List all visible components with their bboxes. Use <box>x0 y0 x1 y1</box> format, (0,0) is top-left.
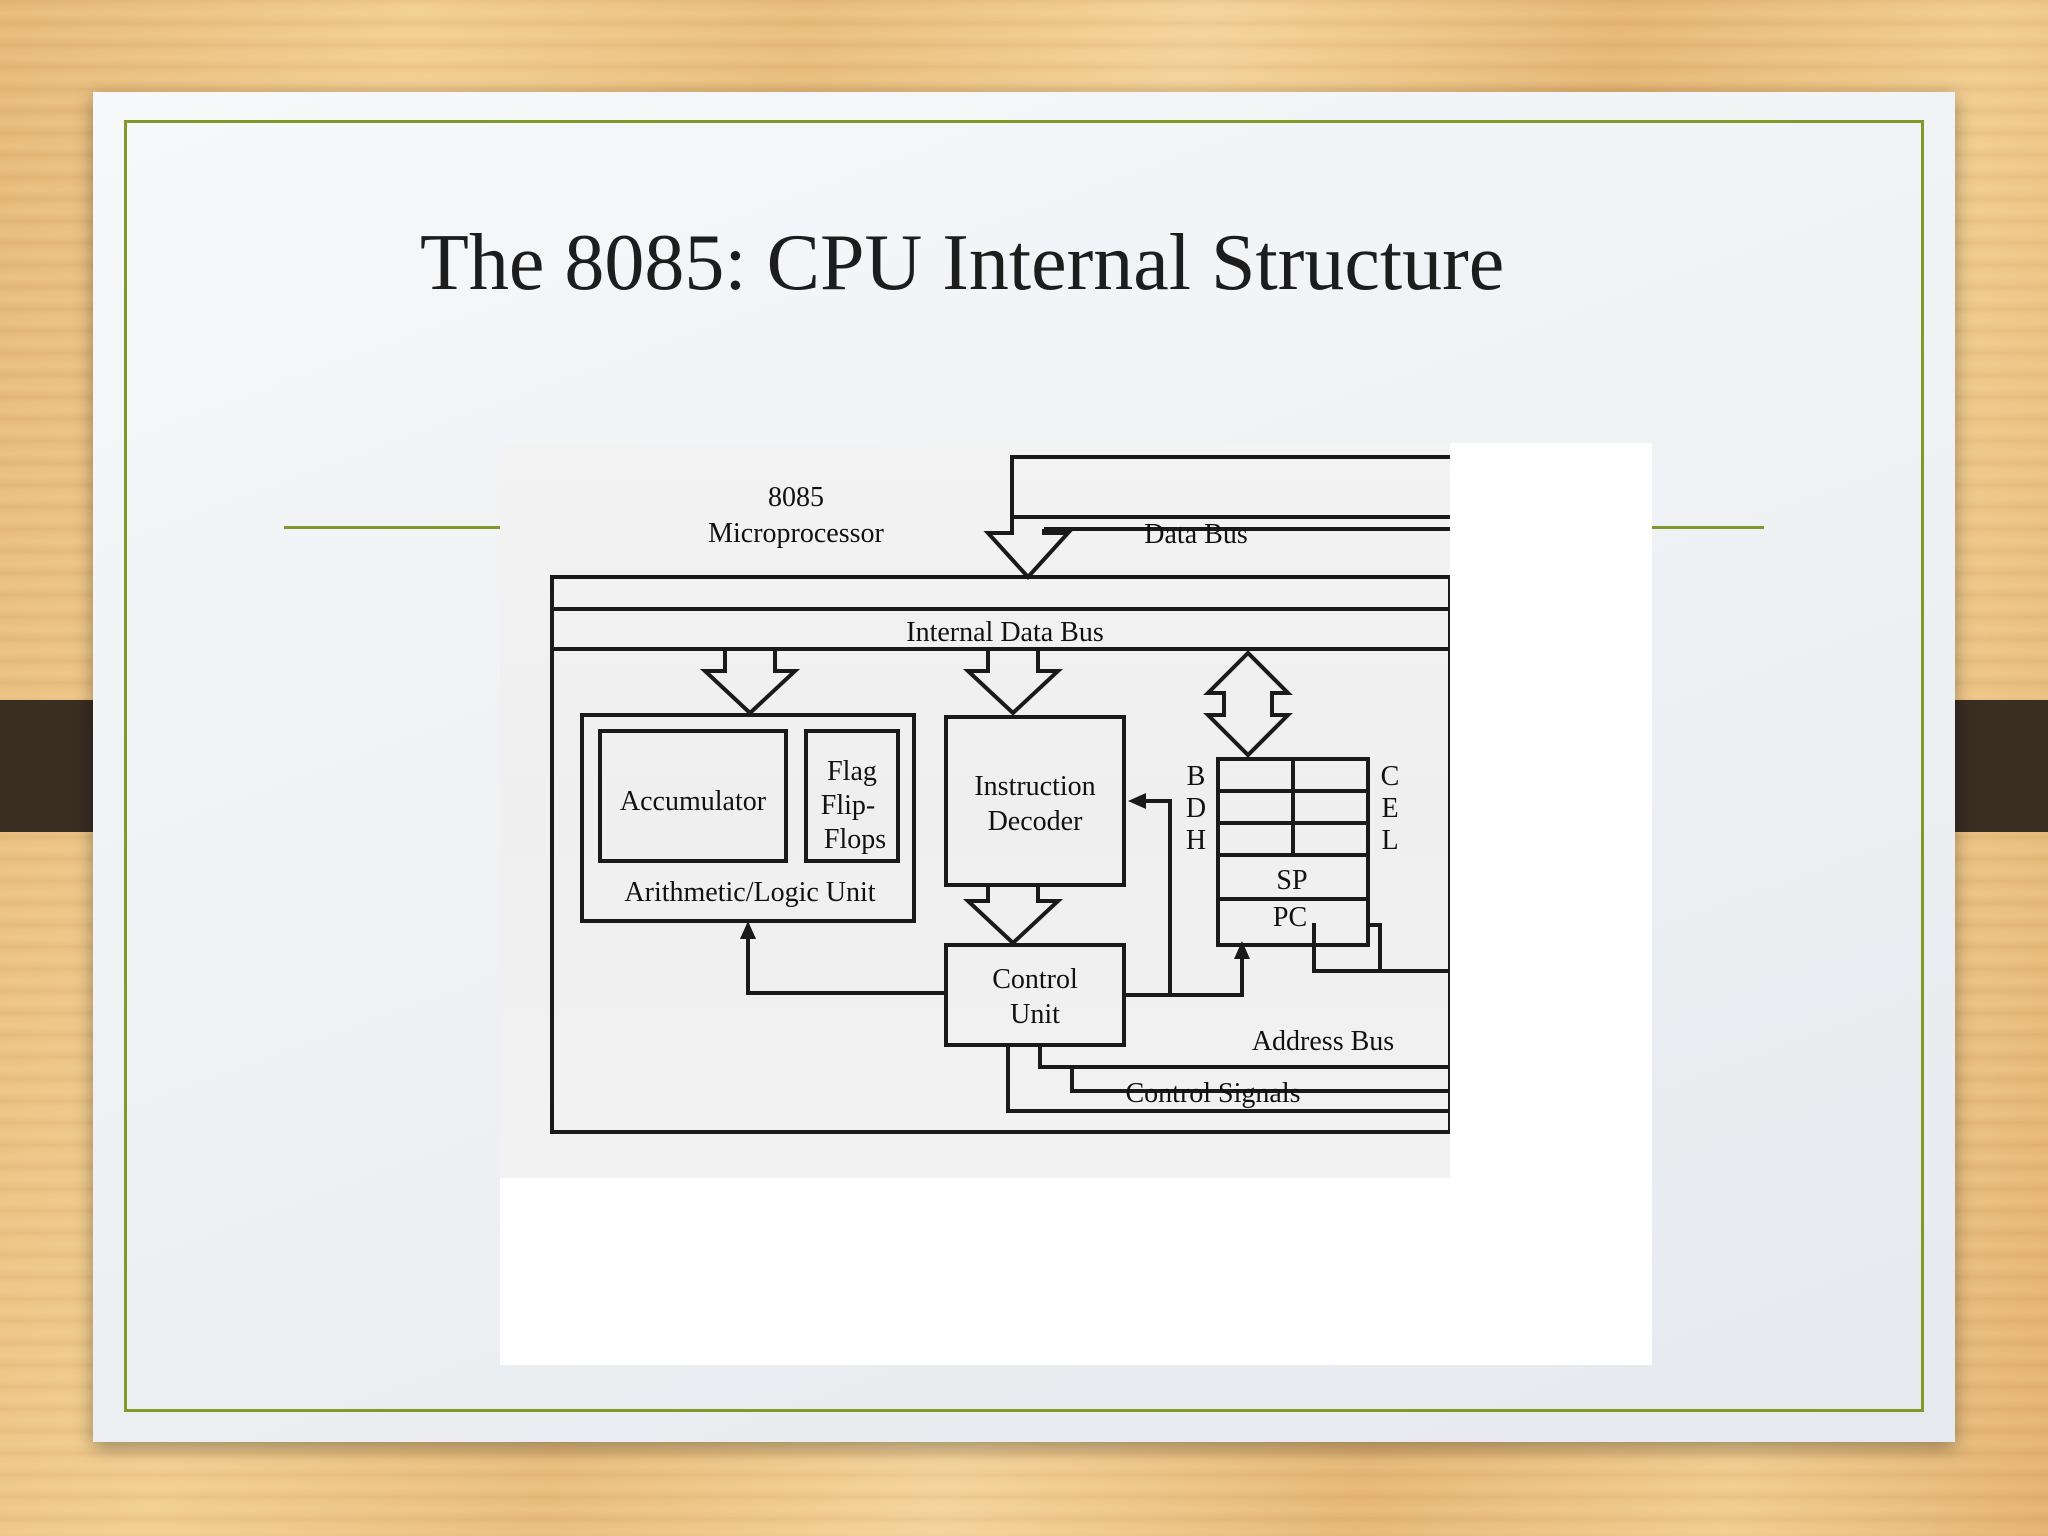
address-bus-line-pc <box>1368 923 1382 971</box>
control-signals-line <box>1006 1045 1450 1113</box>
address-bus-label: Address Bus <box>1252 1026 1394 1057</box>
slide-title: The 8085: CPU Internal Structure <box>420 219 1505 307</box>
register-b-label: B <box>1187 761 1206 792</box>
arrowhead-registers <box>1234 941 1250 959</box>
address-bus-line-sp <box>1312 923 1450 973</box>
bus-to-decoder-arrow <box>962 647 1064 716</box>
title-rule-right <box>1652 526 1764 529</box>
decoder-label-1: Instruction <box>974 771 1095 802</box>
flags-label-1: Flag <box>827 756 877 787</box>
slide-border <box>124 120 1924 1412</box>
bus-to-registers-arrow <box>1203 650 1293 758</box>
internal-data-bus-label: Internal Data Bus <box>906 617 1104 648</box>
accumulator-box <box>598 729 788 863</box>
register-pc-label: PC <box>1273 902 1307 933</box>
control-to-alu-line <box>746 933 946 995</box>
cpu-diagram-figure: 8085 Microprocessor Data Bus Internal Da… <box>500 443 1652 1365</box>
flags-label-3: Flops <box>824 824 886 855</box>
decoder-to-control-arrow <box>962 883 1064 946</box>
decoder-label-2: Decoder <box>988 806 1084 837</box>
data-bus-arrow-b <box>1010 455 1450 533</box>
control-signals-label: Control Signals <box>1125 1078 1300 1109</box>
microprocessor-label-1: 8085 <box>768 482 824 513</box>
data-bus-label: Data Bus <box>1144 519 1247 550</box>
arrowhead-alu <box>740 921 756 939</box>
flags-label-2: Flip- <box>821 790 875 821</box>
register-l-label: L <box>1381 825 1398 856</box>
title-rule-left <box>284 526 502 529</box>
control-to-decoder-line <box>1144 799 1172 995</box>
control-unit-label-2: Unit <box>1010 999 1060 1030</box>
register-c-label: C <box>1381 761 1400 792</box>
arrowheads <box>740 793 1250 959</box>
register-h-label: H <box>1186 825 1206 856</box>
control-unit-label-1: Control <box>992 964 1078 995</box>
flags-box <box>804 729 900 863</box>
accumulator-label: Accumulator <box>620 786 767 817</box>
microprocessor-box <box>550 575 1450 1134</box>
control-unit-box <box>944 943 1126 1047</box>
register-e-label: E <box>1381 793 1398 824</box>
register-sp-label: SP <box>1276 865 1307 896</box>
bus-to-alu-arrow <box>699 647 801 716</box>
cpu-diagram: 8085 Microprocessor Data Bus Internal Da… <box>550 455 1450 1134</box>
control-to-registers-line <box>1124 953 1244 997</box>
microprocessor-label-2: Microprocessor <box>708 518 884 549</box>
register-d-label: D <box>1186 793 1206 824</box>
alu-label: Arithmetic/Logic Unit <box>624 877 875 908</box>
arrowhead-decoder <box>1128 793 1146 809</box>
